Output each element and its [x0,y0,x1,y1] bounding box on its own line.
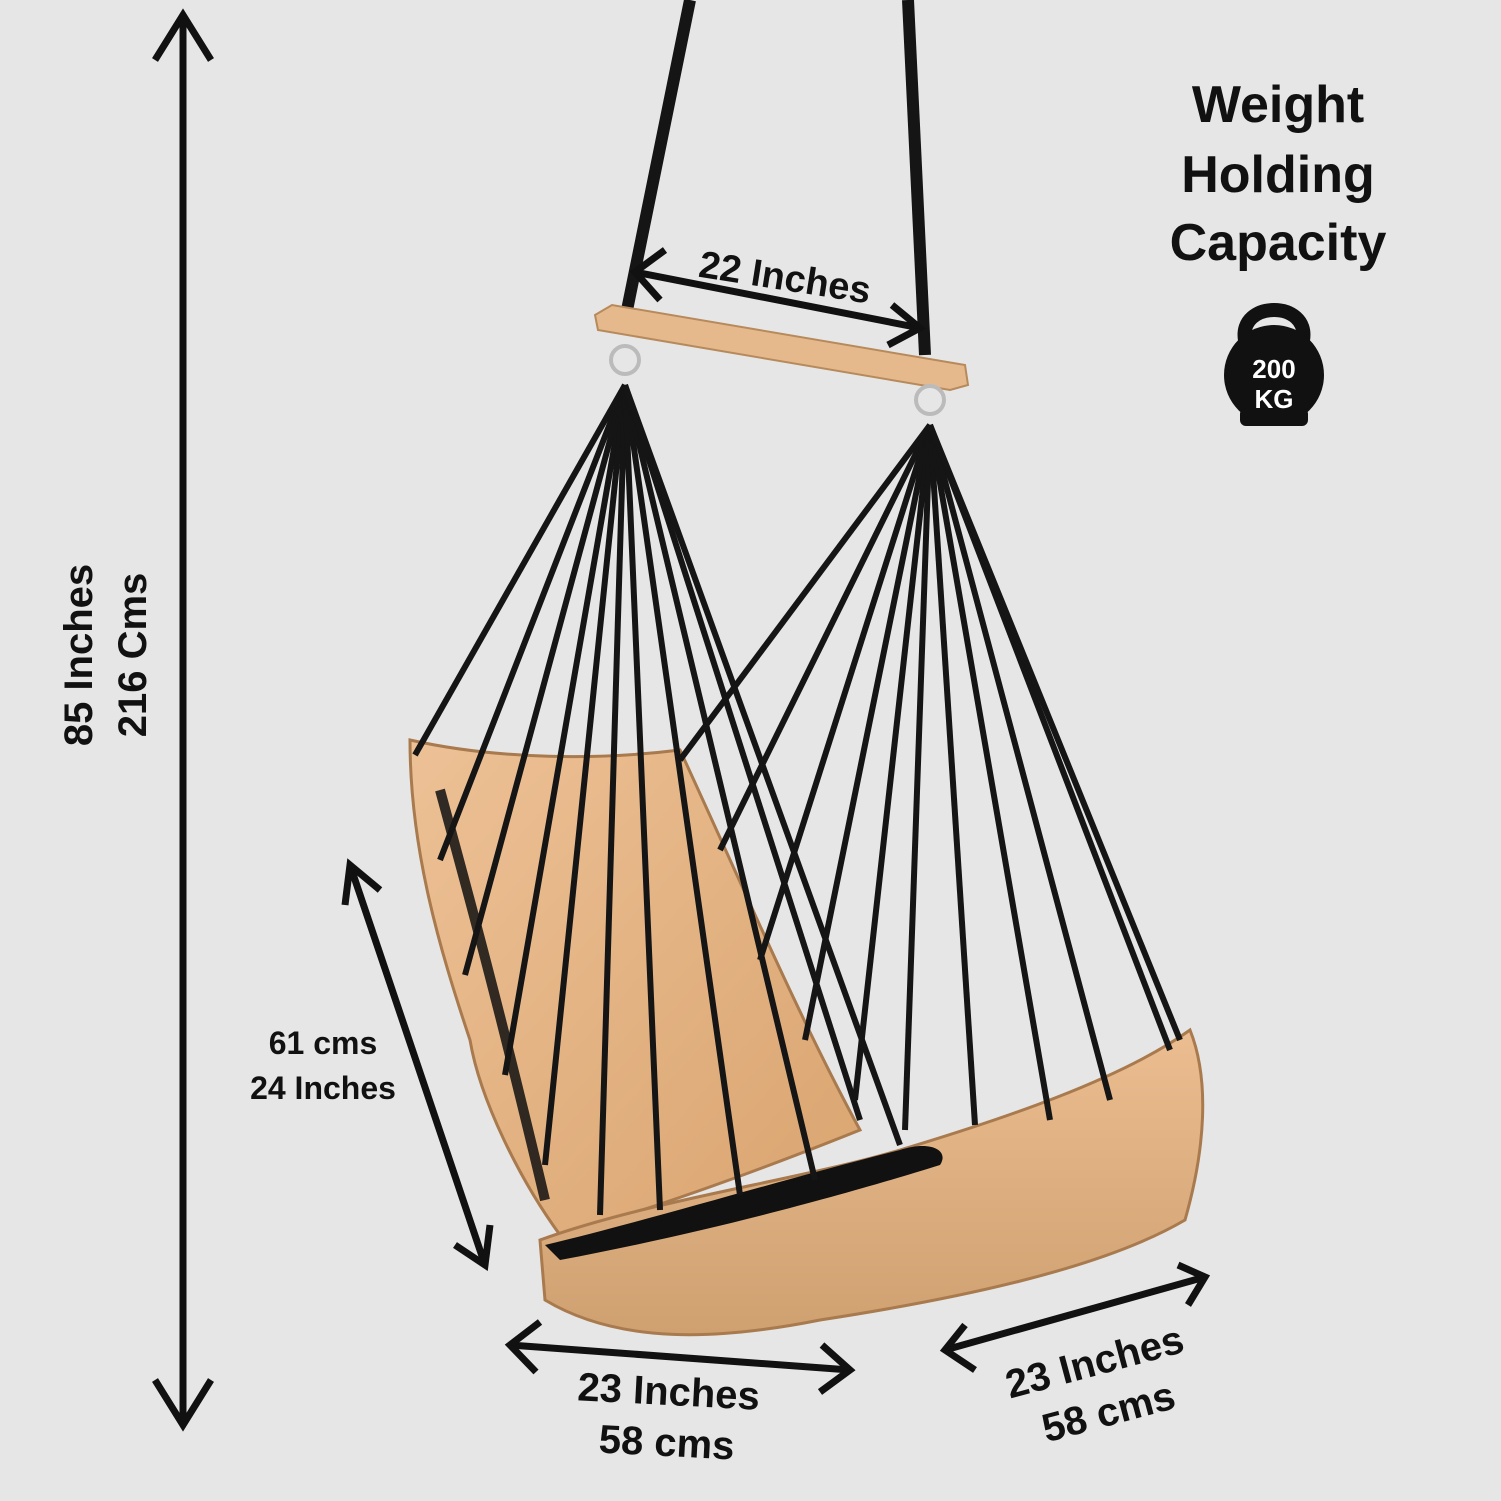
cord-left-9 [622,384,863,1121]
capacity-value: 200 [1252,354,1295,384]
kettlebell-icon: 200 KG [1224,303,1324,426]
cord-right-10 [927,423,1183,1042]
cord-right-4 [852,424,933,1101]
cord-left-0 [412,383,628,757]
dimension-arrows [152,8,1211,1432]
cord-right-3 [802,424,933,1041]
backrest-arrow [346,863,489,1267]
spreader-bar [593,303,970,416]
cord-left-3 [502,384,628,1076]
weight-title-line-3: Capacity [1170,214,1387,272]
hanging-ropes [619,0,931,356]
cord-right-1 [717,423,933,852]
cord-right-6 [927,424,978,1126]
capacity-unit: KG [1255,384,1294,414]
seat-front-in-label: 23 Inches [576,1365,760,1418]
cord-left-1 [437,383,628,862]
backrest-in-label: 24 Inches [250,1070,396,1106]
cord-left-6 [622,384,663,1211]
cord-left-8 [622,384,818,1181]
cord-right-8 [927,424,1113,1101]
weight-capacity-badge: Weight Holding Capacity 200 KG [1170,76,1387,426]
cord-right-2 [757,424,933,961]
height-inches-label: 85 Inches [57,564,101,746]
cord-right-7 [927,424,1053,1121]
cord-left-2 [462,384,628,976]
backrest-cushion [408,738,863,1237]
cord-right-5 [902,424,933,1131]
seat-front-cm-label: 58 cms [598,1417,736,1468]
weight-title-line-2: Holding [1181,146,1375,204]
height-cms-label: 216 Cms [111,573,155,738]
spreader-width-arrow [634,268,921,332]
seat-depth-arrow [944,1273,1206,1354]
backrest-cm-label: 61 cms [269,1025,378,1061]
cord-left-5 [597,384,628,1216]
suspension-cords [412,383,1183,1216]
cord-left-7 [622,384,743,1196]
weight-title-line-1: Weight [1192,76,1364,134]
seat-front-arrow [509,1341,851,1374]
cord-right-0 [677,423,933,762]
cord-left-4 [542,384,628,1166]
